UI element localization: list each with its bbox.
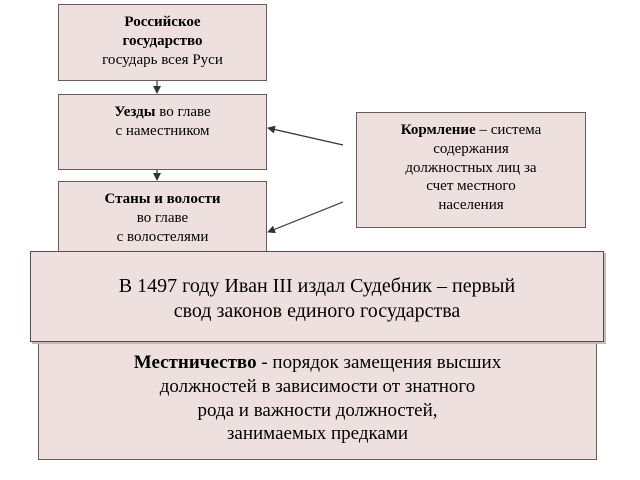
kormlenie-line2: содержания: [433, 140, 509, 157]
kormlenie-rest: – система: [475, 122, 542, 138]
uezdy-box: Уезды во главе с наместником: [58, 94, 267, 170]
kormlenie-line1: Кормление – система: [357, 121, 585, 140]
stany-line3: с волостелями: [116, 228, 209, 245]
state-subtitle: государь всея Руси: [102, 51, 223, 68]
mestnichestvo-rest: - порядок замещения высших: [256, 352, 502, 373]
mestnichestvo-bold: Местничество: [133, 352, 257, 373]
state-title-line2: государство: [122, 32, 203, 49]
sudebnik-box: В 1497 году Иван III издал Судебник – пе…: [30, 251, 604, 342]
mestnichestvo-line1: Местничество - порядок замещения высших: [39, 351, 596, 375]
state-title-line1: Российское: [124, 14, 201, 30]
kormlenie-line5: населения: [438, 197, 504, 213]
arrow-kormlenie-to-uezdy: [267, 125, 344, 146]
arrow-kormlenie-to-stany: [267, 201, 344, 234]
uezdy-line2: с наместником: [115, 122, 210, 139]
mestnichestvo-box: Местничество - порядок замещения высших …: [38, 330, 597, 460]
kormlenie-line4: счет местного: [426, 178, 516, 195]
sudebnik-line2: свод законов единого государства: [173, 300, 461, 322]
mestnichestvo-line2: должностей в зависимости от знатного: [159, 375, 476, 397]
kormlenie-box: Кормление – система содержания должностн…: [356, 112, 586, 228]
mestnichestvo-line3: рода и важности должностей,: [197, 399, 438, 421]
kormlenie-line3: должностных лиц за: [405, 159, 537, 176]
russian-state-box: Российское государство государь всея Рус…: [58, 4, 267, 81]
sudebnik-line1: В 1497 году Иван III издал Судебник – пе…: [118, 275, 516, 297]
stany-volosti-box: Станы и волости во главе с волостелями: [58, 181, 267, 255]
uezdy-bold: Уезды: [114, 104, 156, 120]
uezdy-line1: Уезды во главе: [59, 103, 266, 122]
mestnichestvo-line4: занимаемых предками: [226, 423, 409, 445]
kormlenie-bold: Кормление: [400, 122, 476, 138]
stany-line2: во главе: [136, 209, 189, 226]
uezdy-rest: во главе: [155, 104, 211, 120]
stany-bold: Станы и волости: [104, 191, 221, 207]
